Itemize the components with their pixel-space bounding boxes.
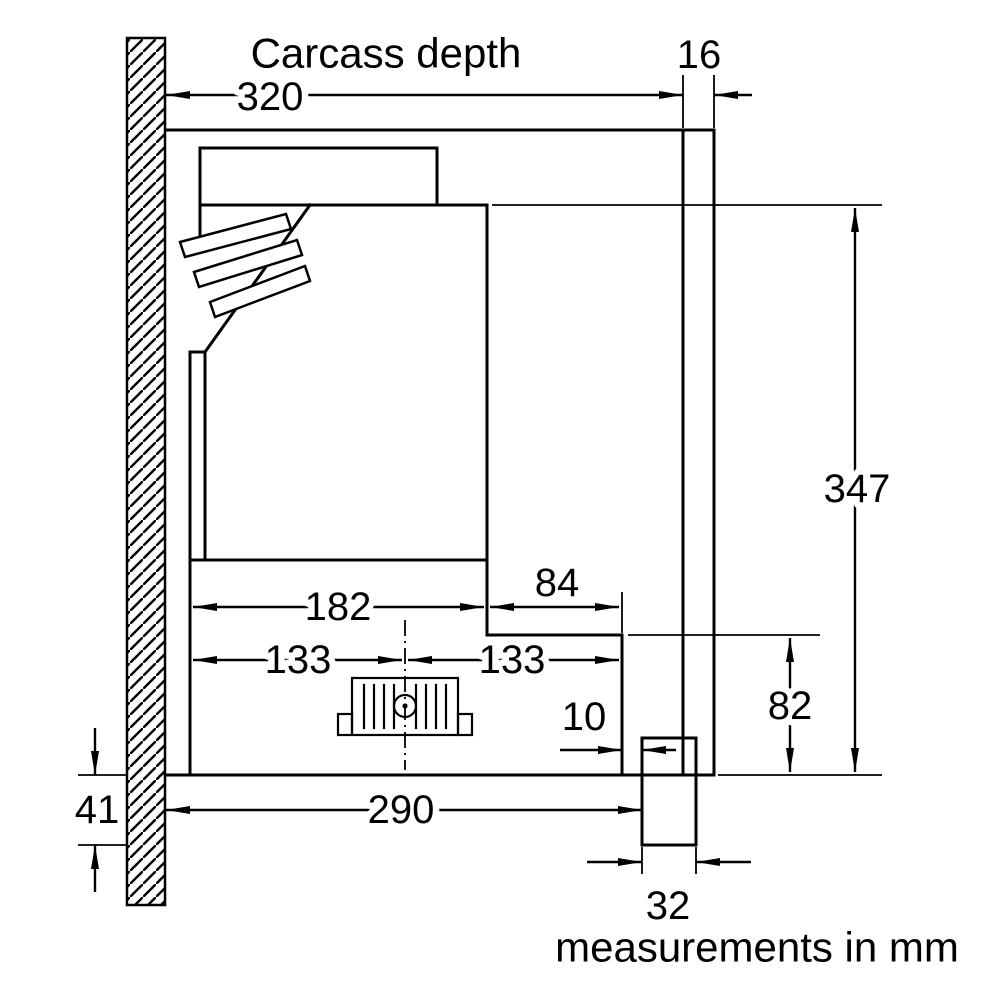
wall-section (125, 36, 167, 907)
dim-133-right-label: 133 (479, 638, 546, 682)
dim-overall-depth-290: 290 (166, 782, 642, 839)
clamp-ribs (362, 683, 448, 730)
clamp-foot-right (456, 712, 474, 737)
dim-door-gap-10: 10 (555, 689, 676, 754)
dim-visor-height-82: 82 (628, 634, 820, 772)
flap-slant-line (202, 202, 313, 355)
vent-flap-1 (178, 212, 293, 259)
vent-flaps (178, 212, 312, 319)
dim-82-label: 82 (768, 684, 813, 728)
vent-flap-3 (208, 264, 312, 319)
vent-flap-2 (192, 238, 304, 289)
clamp-foot-left (336, 712, 354, 737)
dim-height-347: 347 (492, 204, 897, 776)
dim-84-label: 84 (535, 561, 580, 605)
cable-clamp-detail (336, 620, 474, 770)
dim-visor-depth-84: 84 (490, 555, 623, 633)
dim-door-thickness-32: 32 (587, 847, 751, 935)
dim-10-label: 10 (562, 695, 607, 739)
dim-inner-depth-182: 182 (193, 579, 484, 636)
dim-center-133-left: 133 (193, 632, 402, 689)
door-panel (640, 736, 698, 847)
dim-16-label: 16 (677, 33, 722, 77)
hood-body (188, 146, 624, 777)
dim-door-overhang-41: 41 (68, 728, 127, 892)
dim-347-label: 347 (824, 467, 891, 511)
wall-hatched (125, 36, 167, 907)
dim-center-133-right: 133 (408, 632, 619, 689)
dim-32-label: 32 (646, 884, 691, 928)
dim-carcass-depth-320: Carcass depth 320 (166, 23, 684, 128)
dim-133-left-label: 133 (265, 638, 332, 682)
dim-290-label: 290 (368, 788, 435, 832)
dim-side-panel-16: 16 (670, 27, 752, 128)
dim-320-label: 320 (237, 75, 304, 119)
dim-182-label: 182 (305, 585, 372, 629)
carcass-depth-label: Carcass depth (251, 30, 522, 77)
furniture-door (640, 736, 698, 847)
dim-41-label: 41 (75, 788, 120, 832)
units-note: measurements in mm (555, 924, 959, 971)
